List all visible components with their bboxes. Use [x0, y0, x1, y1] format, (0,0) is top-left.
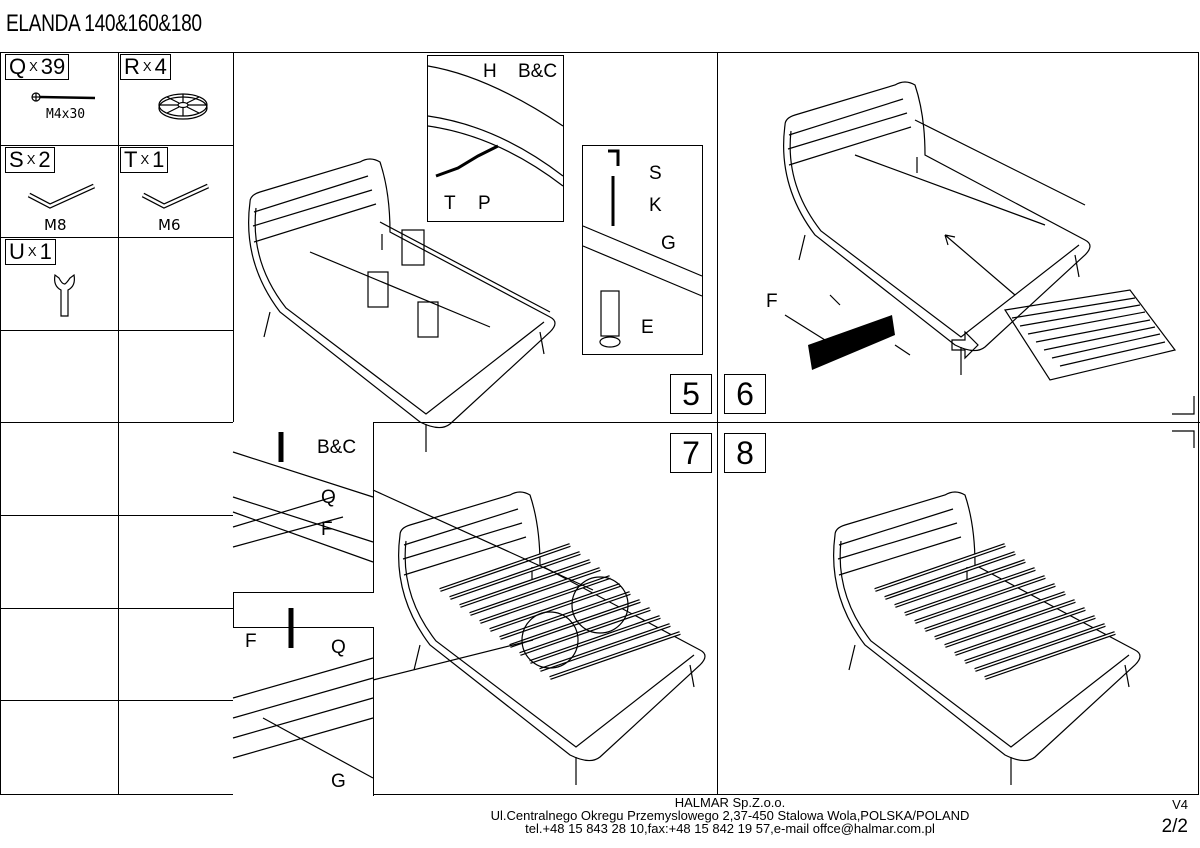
divider	[0, 515, 233, 516]
bed-with-slats-drawing	[833, 491, 1141, 786]
arrow-icon	[944, 234, 1016, 296]
company-name: HALMAR Sp.Z.o.o.	[674, 795, 786, 810]
document-title: ELANDA 140&160&180	[6, 10, 202, 37]
bed-frame-drawing	[248, 158, 556, 453]
corner-mark	[1172, 396, 1195, 415]
step-number-5: 5	[670, 374, 712, 414]
slat-frame-drawing	[1003, 289, 1177, 381]
detail-slat-screw-bottom: F Q G	[232, 608, 374, 796]
label-f: F	[321, 519, 333, 540]
step-number-6: 6	[724, 374, 766, 414]
label-h: H	[483, 61, 497, 82]
bed-frame-drawing	[783, 81, 1091, 376]
step-number-7: 7	[670, 433, 712, 473]
part-s-size: M8	[44, 216, 67, 234]
label-e: E	[641, 317, 654, 338]
step-number-8: 8	[724, 433, 766, 473]
label-p: P	[478, 193, 491, 214]
label-f: F	[766, 291, 778, 312]
detail-rail-bolt: H B&C T P	[427, 55, 564, 222]
callout-lines	[372, 489, 594, 681]
label-q: Q	[321, 487, 336, 508]
slat-bundle-drawing	[784, 294, 979, 370]
detail-leg: S K G E	[582, 145, 703, 355]
instruction-grid	[0, 52, 1199, 795]
footer: HALMAR Sp.Z.o.o. Ul.Centralnego Okregu P…	[380, 796, 1080, 835]
version: V4	[1172, 797, 1188, 812]
divider	[0, 422, 1200, 423]
divider	[0, 237, 233, 238]
allen-key-icon	[141, 183, 210, 209]
label-bc: B&C	[317, 437, 357, 458]
wrench-icon	[54, 273, 75, 317]
label-bc: B&C	[518, 61, 558, 82]
divider	[717, 52, 718, 795]
label-s: S	[649, 163, 662, 184]
corner-mark	[1172, 430, 1195, 448]
label-k: K	[649, 195, 662, 216]
label-t: T	[444, 193, 456, 214]
bed-with-slats-drawing	[398, 491, 706, 786]
divider	[0, 145, 233, 146]
label-q: Q	[331, 637, 346, 658]
detail-slat-screw-top: B&C Q F	[232, 422, 374, 593]
label-g: G	[661, 233, 676, 254]
part-q-size: M4x30	[46, 107, 86, 122]
label-f: F	[245, 631, 257, 652]
divider	[0, 700, 233, 701]
screw-icon	[31, 92, 96, 102]
allen-key-icon	[27, 183, 96, 209]
glide-pad-icon	[158, 93, 208, 120]
divider	[0, 330, 233, 331]
part-t-size: M6	[158, 216, 181, 234]
label-g: G	[331, 771, 346, 792]
company-address: Ul.Centralnego Okregu Przemyslowego 2,37…	[490, 808, 970, 823]
page-number: 2/2	[1161, 816, 1188, 837]
company-contact: tel.+48 15 843 28 10,fax:+48 15 842 19 5…	[525, 821, 935, 836]
divider	[118, 52, 119, 795]
divider	[0, 608, 233, 609]
